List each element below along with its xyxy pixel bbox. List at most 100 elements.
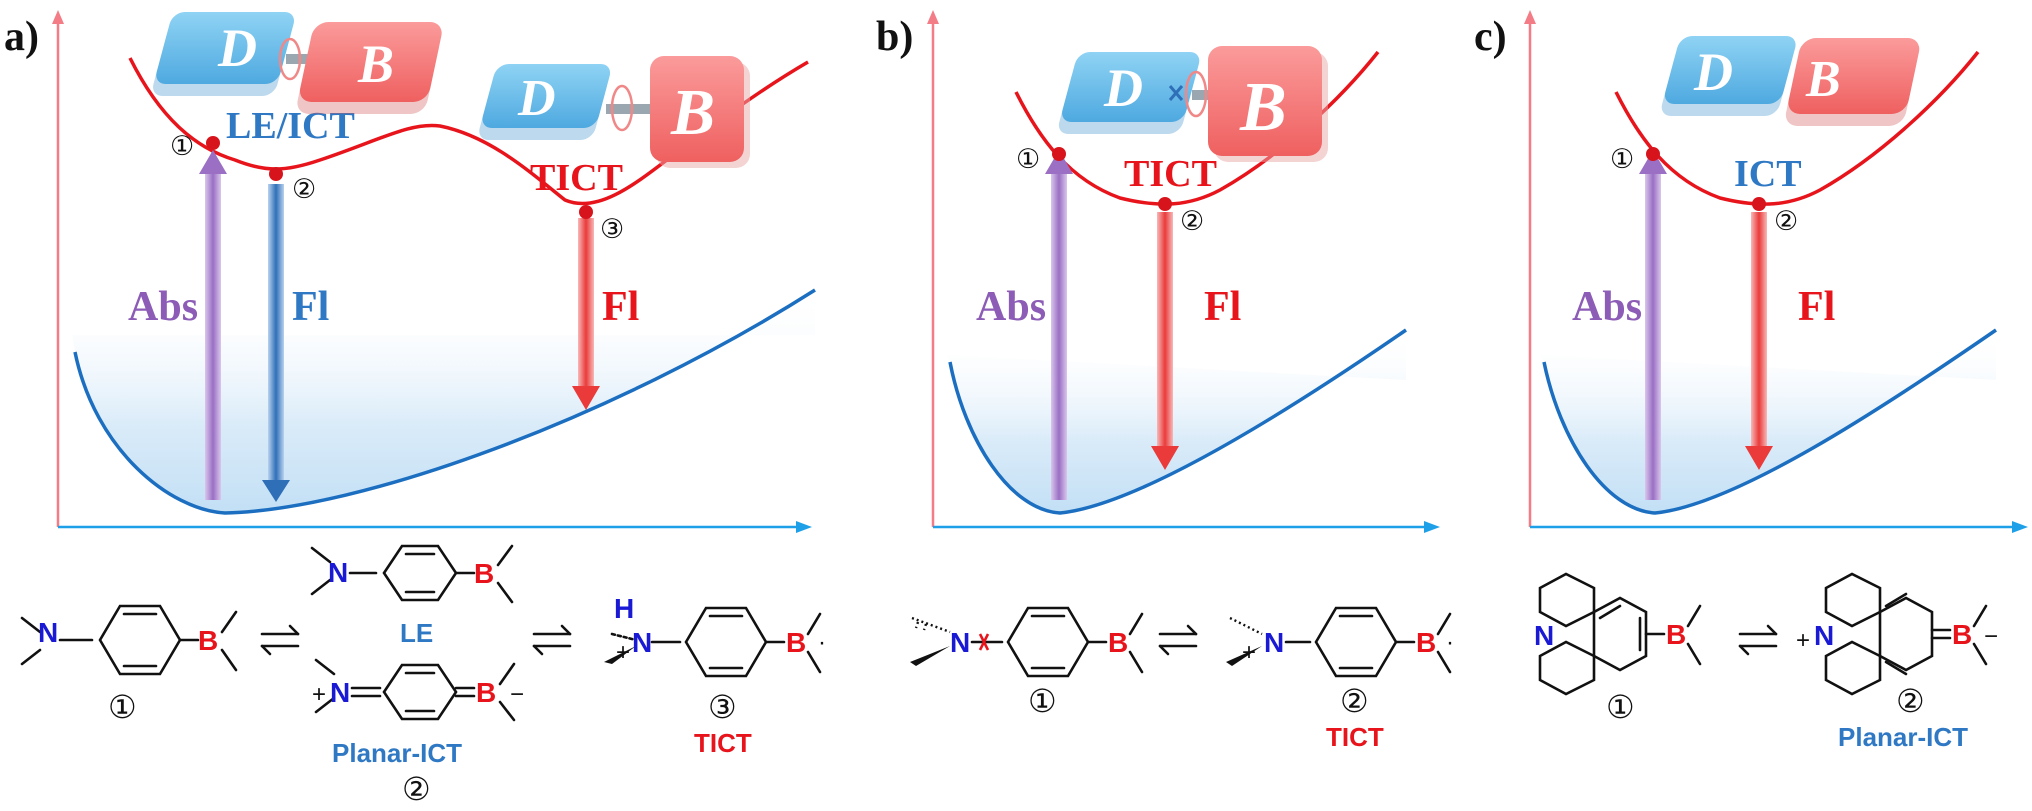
fl-arrow-shaft: [1751, 212, 1767, 448]
caption-le: LE: [400, 618, 433, 648]
linker-rod: [286, 54, 326, 64]
minus-charge: −: [510, 681, 524, 708]
point-3: [579, 205, 593, 219]
blocked-rotation-star-icon: [978, 633, 990, 651]
fl-tict-label: Fl: [602, 284, 639, 330]
boron-atom: B: [476, 677, 496, 708]
ground-state-curve: [1542, 328, 1997, 515]
donor-block: [1664, 36, 1796, 104]
acceptor-block-letter: B: [1239, 69, 1287, 146]
state-label-tict: TICT: [530, 157, 623, 199]
donor-block: [1062, 52, 1200, 122]
panel-b-letter: b): [876, 14, 913, 60]
nitrogen-atom: N: [328, 557, 348, 588]
point-1: [206, 136, 220, 150]
point-2: [1752, 197, 1766, 211]
acceptor-block-letter: B: [357, 34, 394, 94]
benzene-ring-icon: [1592, 596, 1648, 672]
blocked-rotation-cross-icon: [1168, 85, 1184, 101]
acceptor-block: [299, 22, 442, 102]
energy-axis-arrowhead: [1524, 10, 1536, 24]
point-2-number: ②: [292, 174, 316, 205]
boron-atom: B: [198, 625, 218, 656]
caption-tict: TICT: [694, 728, 752, 758]
coordinate-axis-arrowhead: [1424, 521, 1440, 533]
energy-axis-arrowhead: [927, 10, 939, 24]
twisted-db-cartoon: D B: [1058, 46, 1328, 162]
chem-structures-a: N B ① N B LE: [20, 544, 826, 808]
abs-label: Abs: [1572, 284, 1642, 330]
radical-dot: ·: [818, 629, 826, 656]
fl-label: Fl: [1204, 284, 1241, 330]
ground-state-shading: [72, 290, 815, 513]
panel-b: b) Abs Fl ① ② TICT D B: [876, 10, 1454, 752]
abs-arrow-shaft: [1051, 170, 1067, 500]
point-3-number: ③: [600, 214, 624, 245]
boron-atom: B: [1952, 619, 1972, 650]
fl-tict-arrowhead: [572, 386, 600, 410]
acceptor-block-letter: B: [1805, 51, 1841, 108]
radical-dot: ·: [1446, 629, 1454, 656]
hydrogen-atom: H: [614, 593, 634, 624]
twisted-db-cartoon: D B: [479, 56, 750, 168]
point-1-number: ①: [1016, 144, 1040, 175]
plus-charge: +: [616, 639, 630, 666]
caption-planar-ict: Planar-ICT: [1838, 722, 1968, 752]
caption-planar-ict: Planar-ICT: [332, 738, 462, 768]
boron-atom: B: [1108, 627, 1128, 658]
abs-arrowhead: [1045, 150, 1073, 174]
structure-1-number: ①: [1606, 688, 1635, 726]
ground-state-curve: [73, 288, 816, 515]
structure-2-number: ②: [402, 770, 431, 808]
state-label-ict: ICT: [1734, 153, 1802, 195]
nitrogen-atom: N: [1264, 627, 1284, 658]
fl-le-arrowhead: [262, 480, 290, 502]
panel-c: c) Abs Fl ① ② ICT D B N: [1474, 10, 2028, 752]
nitrogen-atom: N: [632, 627, 652, 658]
acceptor-block: [1788, 38, 1920, 114]
coordinate-axis-arrowhead: [796, 521, 812, 533]
benzene-ring-icon: [1878, 596, 1934, 672]
chem-structures-c: N B ① + N B − ② P: [1534, 572, 1998, 752]
donor-block-letter: D: [217, 18, 257, 78]
planar-db-cartoon: D B: [153, 12, 442, 114]
boron-atom: B: [1666, 619, 1686, 650]
boron-atom: B: [1416, 627, 1436, 658]
plus-charge: +: [1796, 627, 1810, 654]
plus-charge: +: [312, 681, 326, 708]
point-1: [1646, 147, 1660, 161]
plus-charge: +: [1242, 639, 1256, 666]
rotation-ring-icon: [278, 37, 302, 81]
ground-state-shading: [1540, 330, 1996, 513]
energy-axis-arrowhead: [52, 10, 64, 24]
donor-block-letter: D: [1693, 42, 1733, 102]
rotation-ring-icon: [610, 84, 634, 132]
state-label-tict: TICT: [1124, 153, 1217, 195]
minus-charge: −: [1984, 623, 1998, 650]
chem-structures-b: N B ① + N B · ②: [910, 606, 1454, 752]
abs-label: Abs: [976, 284, 1046, 330]
linker-rod: [606, 104, 654, 114]
benzene-ring-icon: [98, 604, 182, 676]
point-1-number: ①: [170, 131, 194, 162]
nitrogen-atom: N: [1534, 620, 1554, 651]
structure-2-number: ②: [1896, 682, 1925, 720]
benzene-ring-icon: [382, 663, 458, 721]
fl-arrowhead: [1745, 446, 1773, 470]
boron-atom: B: [786, 627, 806, 658]
acceptor-block: [650, 56, 744, 162]
ground-state-shading: [946, 330, 1406, 513]
fl-tict-arrow-shaft: [578, 218, 594, 388]
benzene-ring-icon: [1314, 606, 1398, 678]
donor-block-letter: D: [1103, 58, 1143, 118]
fl-le-label: Fl: [292, 284, 329, 330]
panel-a-letter: a): [4, 14, 39, 60]
fl-label: Fl: [1798, 284, 1835, 330]
coordinate-axis-arrowhead: [2012, 521, 2028, 533]
point-2: [269, 167, 283, 181]
donor-block: [482, 64, 611, 128]
benzene-ring-icon: [1006, 606, 1090, 678]
caption-tict: TICT: [1326, 722, 1384, 752]
donor-block-letter-2: D: [517, 70, 556, 127]
